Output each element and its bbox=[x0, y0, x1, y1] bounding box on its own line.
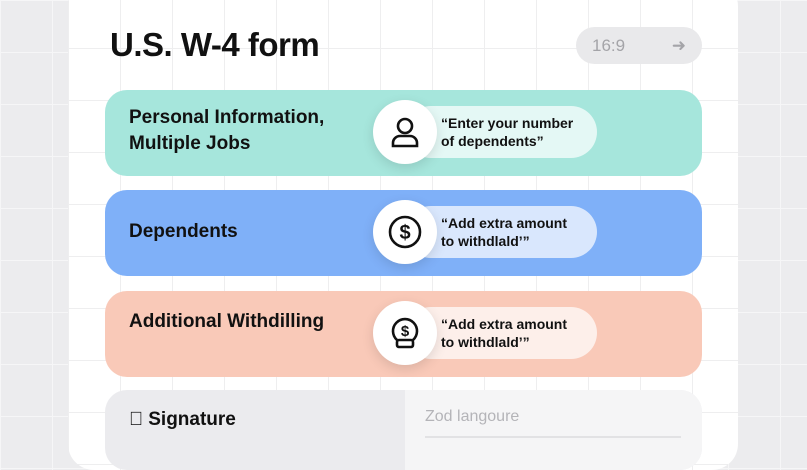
section-title-line2: Multiple Jobs bbox=[129, 133, 251, 154]
person-icon[interactable] bbox=[373, 100, 437, 164]
pointer bbox=[397, 176, 413, 184]
dollar-icon[interactable]: $ bbox=[373, 200, 437, 264]
signature-label: Signature bbox=[134, 409, 236, 430]
signature-input[interactable]: Zod langoure bbox=[405, 390, 702, 470]
page-title: U.S. W-4 form bbox=[110, 26, 320, 63]
section-dependents[interactable]: Dependents “Add extra amount to withdlald… bbox=[105, 190, 702, 284]
hint-line: “Enter your number bbox=[441, 115, 574, 131]
section-title: Personal Information, bbox=[129, 107, 325, 128]
signature-section:  Signature Zod langoure bbox=[105, 390, 702, 470]
section-title: Dependents bbox=[129, 221, 238, 242]
signature-line bbox=[425, 436, 681, 438]
hint-bubble: “Enter your number of dependents” bbox=[405, 106, 597, 158]
apple-icon:  bbox=[129, 409, 143, 431]
hint-line: “Add extra amount bbox=[441, 316, 568, 332]
section-additional-withholding[interactable]: Additional Withdilling “Add extra amount… bbox=[105, 291, 702, 385]
arrow-right-icon: ➜ bbox=[671, 35, 686, 55]
section-title: Additional Withdilling bbox=[129, 311, 325, 332]
section-personal-information[interactable]: Personal Information, Multiple Jobs “Ente… bbox=[105, 90, 702, 184]
aspect-ratio-label: 16:9 bbox=[592, 35, 626, 55]
hint-line: of dependents” bbox=[441, 133, 544, 149]
hint-bubble: “Add extra amount to withdlald’” bbox=[405, 206, 597, 258]
svg-text:$: $ bbox=[401, 323, 410, 340]
aspect-ratio-button[interactable]: 16:9 ➜ bbox=[576, 27, 702, 64]
money-bag-icon[interactable]: $ bbox=[373, 301, 437, 365]
svg-text:$: $ bbox=[399, 222, 410, 244]
hint-bubble: “Add extra amount to withdlald’” bbox=[405, 307, 597, 359]
pointer bbox=[397, 276, 413, 284]
hint-line: to withdlald’” bbox=[441, 334, 530, 350]
hint-line: to withdlald’” bbox=[441, 233, 530, 249]
hint-line: “Add extra amount bbox=[441, 215, 568, 231]
pointer bbox=[397, 377, 413, 385]
signature-placeholder: Zod langoure bbox=[425, 408, 520, 425]
